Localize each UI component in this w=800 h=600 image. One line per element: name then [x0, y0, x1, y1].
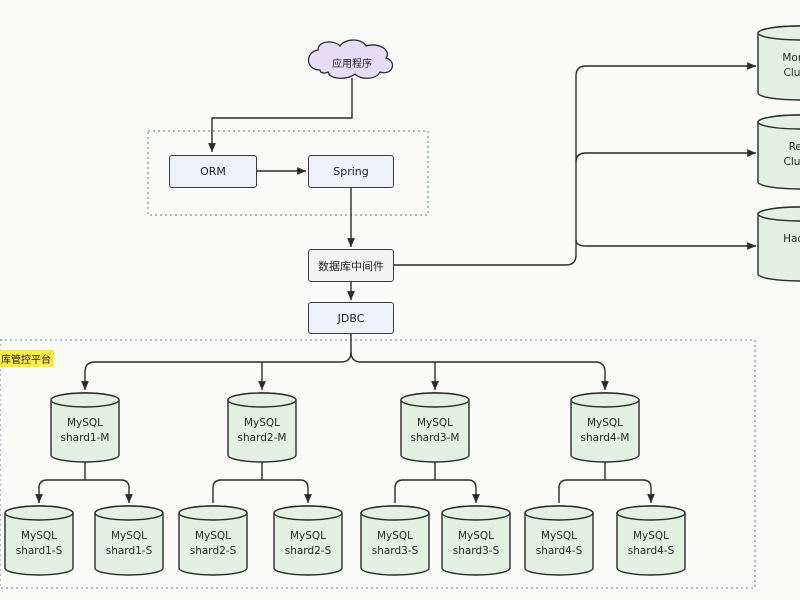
- jdbc-fanout-right: [350, 351, 609, 390]
- shard3-slave-1-top: [360, 505, 430, 521]
- cluster-2-line2: Cluste: [783, 156, 800, 168]
- jdbc-box: JDBC: [308, 302, 394, 334]
- cluster-2-label: RediCluste: [758, 140, 800, 170]
- shard4-master-label: MySQL shard4-M: [571, 416, 639, 446]
- shard3-slave-2-line1: MySQL: [457, 529, 495, 542]
- shard1-slave-2-line2: shard1-S: [105, 544, 153, 557]
- arrows-shard1: [38, 462, 129, 503]
- cluster-3-line1: Hadoo: [783, 233, 800, 245]
- shard3-slave-1-label: MySQL shard3-S: [361, 529, 429, 559]
- shard1-slave-1-line1: MySQL: [20, 529, 58, 542]
- arrows-shard3: [394, 462, 476, 503]
- arrows-shard2: [212, 462, 308, 503]
- shard1-slave-1-line2: shard1-S: [15, 544, 63, 557]
- shard2-slave-2-top: [273, 505, 343, 521]
- database-cylinders: [4, 25, 800, 576]
- app-cloud-shape: [307, 39, 394, 79]
- platform-title: 库管控平台: [0, 350, 54, 367]
- shard3-master-line2: shard3-M: [410, 431, 460, 444]
- shard1-slave-2-top: [94, 505, 164, 521]
- shard1-master-label: MySQL shard1-M: [51, 416, 119, 446]
- shard4-slave-1-top: [524, 505, 594, 521]
- shard4-master-top: [570, 392, 640, 408]
- shard1-slave-1-label: MySQL shard1-S: [5, 529, 73, 559]
- shard2-slave-2-line2: shard2-S: [284, 544, 332, 557]
- shard2-master-line2: shard2-M: [237, 431, 287, 444]
- cluster-1-top: [757, 25, 800, 41]
- shard4-master-line1: MySQL: [586, 416, 624, 429]
- arrow-app-to-orm: [208, 78, 353, 152]
- cluster-1-label: MongoCluste: [758, 51, 800, 81]
- arrows-shard4: [558, 462, 651, 503]
- shard2-slave-1-top: [178, 505, 248, 521]
- shard2-slave-1-label: MySQL shard2-S: [179, 529, 247, 559]
- spring-box: Spring: [308, 155, 394, 188]
- shard2-master-line1: MySQL: [243, 416, 281, 429]
- platform-group: [0, 339, 756, 589]
- shard3-slave-2-top: [441, 505, 511, 521]
- shard4-slave-1-line1: MySQL: [540, 529, 578, 542]
- shard3-master-top: [400, 392, 470, 408]
- app-label: 应用程序: [332, 59, 372, 70]
- shard1-slave-2-label: MySQL shard1-S: [95, 529, 163, 559]
- shard3-master-line1: MySQL: [416, 416, 454, 429]
- shard1-master-line2: shard1-M: [60, 431, 110, 444]
- shard1-master-line1: MySQL: [66, 416, 104, 429]
- shard1-slave-2-line1: MySQL: [110, 529, 148, 542]
- shard2-slave-1-line2: shard2-S: [189, 544, 237, 557]
- cluster-2-line1: Redi: [788, 141, 800, 153]
- shard4-master-line2: shard4-M: [580, 431, 630, 444]
- shard4-slave-2-line1: MySQL: [632, 529, 670, 542]
- cluster-1-line1: Mongo: [782, 52, 800, 64]
- cluster-3-label: Hadoo: [758, 232, 800, 247]
- shard2-slave-2-label: MySQL shard2-S: [274, 529, 342, 559]
- shard3-master-label: MySQL shard3-M: [401, 416, 469, 446]
- middleware-box: 数据库中间件: [308, 249, 394, 282]
- arrow-to-mongo: [394, 62, 756, 266]
- shard2-master-label: MySQL shard2-M: [228, 416, 296, 446]
- shard3-slave-1-line2: shard3-S: [371, 544, 419, 557]
- arrow-to-hadoop: [575, 239, 756, 250]
- cluster-3-top: [757, 206, 800, 222]
- arrow-to-redis: [575, 149, 756, 163]
- shard3-slave-2-line2: shard3-S: [452, 544, 500, 557]
- shard4-slave-2-label: MySQL shard4-S: [617, 529, 685, 559]
- cluster-2-top: [757, 114, 800, 130]
- shard4-slave-2-line2: shard4-S: [627, 544, 675, 557]
- orm-box: ORM: [169, 155, 257, 188]
- shard2-slave-1-line1: MySQL: [194, 529, 232, 542]
- shard2-slave-2-line1: MySQL: [289, 529, 327, 542]
- shard2-master-top: [227, 392, 297, 408]
- shard3-slave-2-label: MySQL shard3-S: [442, 529, 510, 559]
- cluster-1-line2: Cluste: [783, 67, 800, 79]
- shard4-slave-2-top: [616, 505, 686, 521]
- shard4-slave-1-label: MySQL shard4-S: [525, 529, 593, 559]
- jdbc-fanout-line: [81, 334, 352, 390]
- shard4-slave-1-line2: shard4-S: [535, 544, 583, 557]
- shard1-master-top: [50, 392, 120, 408]
- framework-group: [147, 130, 429, 216]
- shard1-slave-1-top: [4, 505, 74, 521]
- shard3-slave-1-line1: MySQL: [376, 529, 414, 542]
